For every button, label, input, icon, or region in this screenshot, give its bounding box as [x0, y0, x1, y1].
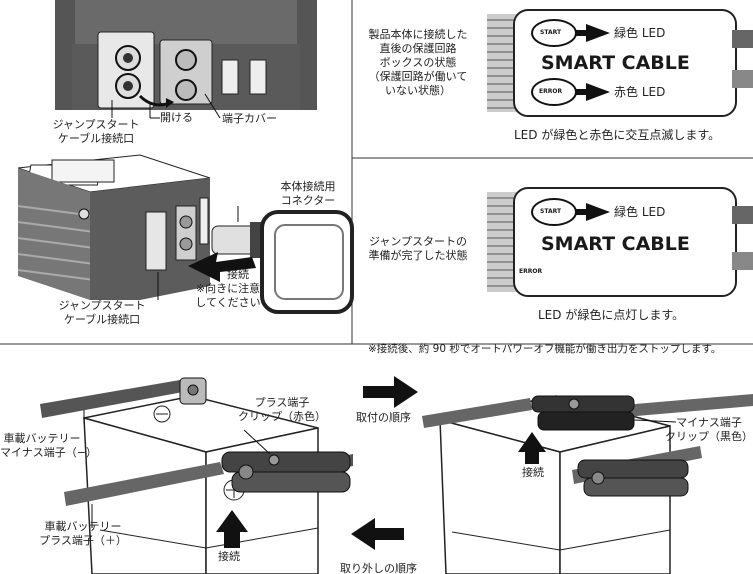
- panel2-cable-name: SMART CABLE: [541, 233, 690, 255]
- panel2-green-led-label: 緑色 LED: [614, 205, 666, 219]
- neg-clip-label-line2: クリップ（黒色）: [665, 430, 753, 443]
- neg-terminal-label: 車載バッテリー マイナス端子（−）: [0, 432, 97, 460]
- pos-terminal-label-line1: 車載バッテリー: [44, 520, 122, 533]
- pos-clip-label: プラス端子 クリップ（赤色）: [232, 396, 332, 424]
- neg-terminal-label-line1: 車載バッテリー: [3, 432, 81, 445]
- pos-terminal-label-line2: プラス端子（＋）: [39, 534, 127, 547]
- remove-order-label: 取り外しの順序: [340, 562, 417, 574]
- connect-label-top: 接続: [227, 268, 249, 281]
- battery-left-illustration: [40, 377, 353, 574]
- panel1-cable-name: SMART CABLE: [541, 52, 690, 74]
- attach-order-label: 取付の順序: [356, 411, 411, 424]
- jump-port-label-bottom: ジャンプスタート ケーブル接続口: [44, 299, 160, 327]
- connector-label: 本体接続用 コネクター: [272, 180, 344, 208]
- panel1-red-led-label: 赤色 LED: [614, 85, 666, 99]
- panel2-description-line2: 準備が完了した状態: [368, 249, 468, 262]
- panel2-description-line1: ジャンプスタートの: [368, 235, 468, 248]
- panel2-caption: LED が緑色に点灯します。: [538, 308, 685, 322]
- jump-port-label-bottom-line1: ジャンプスタート: [58, 299, 146, 312]
- panel1-description-line3: ボックスの状態: [379, 56, 457, 69]
- panel1-description-line1: 製品本体に接続した: [368, 28, 468, 41]
- order-arrows: [351, 376, 418, 550]
- panel1-description-line2: 直後の保護回路: [379, 42, 457, 55]
- device-front-illustration: [55, 0, 317, 119]
- jump-port-label-top: ジャンプスタート ケーブル接続口: [38, 118, 154, 146]
- panel2-start-tag: START: [540, 208, 562, 215]
- pos-terminal-label: 車載バッテリー プラス端子（＋）: [28, 520, 138, 548]
- panel2-error-tag: ERROR: [519, 268, 543, 275]
- terminal-cover-label: 端子カバー: [222, 112, 277, 125]
- smart-cable-panel-1: [487, 9, 753, 117]
- neg-terminal-label-line2: マイナス端子（−）: [0, 446, 97, 459]
- orientation-note-line1: ※向きに注意: [195, 282, 261, 295]
- pos-clip-label-line2: クリップ（赤色）: [238, 410, 326, 423]
- connector-label-line1: 本体接続用: [280, 180, 336, 193]
- battery-right-illustration: [422, 394, 753, 574]
- orientation-note-line2: してください: [195, 296, 261, 309]
- panel1-description: 製品本体に接続した 直後の保護回路 ボックスの状態 （保護回路が働いて いない状…: [358, 28, 478, 98]
- jump-port-label-bottom-line2: ケーブル接続口: [63, 313, 141, 326]
- auto-power-off-note: ※接続後、約 90 秒でオートパワーオフ機能が働き出力をストップします。: [368, 343, 722, 355]
- open-label: 開ける: [160, 111, 193, 124]
- neg-clip-label: マイナス端子 クリップ（黒色）: [664, 416, 753, 444]
- panel1-error-tag: ERROR: [539, 88, 563, 95]
- panel1-caption: LED が緑色と赤色に交互点滅します。: [514, 128, 721, 142]
- orientation-note: ※向きに注意 してください: [178, 282, 278, 310]
- connector-label-line2: コネクター: [280, 194, 336, 207]
- pos-clip-label-line1: プラス端子: [254, 396, 310, 409]
- panel1-green-led-label: 緑色 LED: [614, 26, 666, 40]
- jump-port-label-top-line1: ジャンプスタート: [52, 118, 140, 131]
- neg-clip-label-line1: マイナス端子: [676, 416, 742, 429]
- smart-cable-panel-2: [487, 187, 753, 297]
- panel1-description-line5: いない状態）: [385, 84, 451, 97]
- device-angled-illustration: [17, 154, 354, 314]
- panel1-description-line4: （保護回路が働いて: [368, 70, 468, 83]
- panel1-start-tag: START: [540, 29, 562, 36]
- connect-label-right: 接続: [522, 466, 544, 479]
- jump-port-label-top-line2: ケーブル接続口: [57, 132, 135, 145]
- panel2-description: ジャンプスタートの 準備が完了した状態: [358, 235, 478, 263]
- connect-label-left: 接続: [218, 550, 240, 563]
